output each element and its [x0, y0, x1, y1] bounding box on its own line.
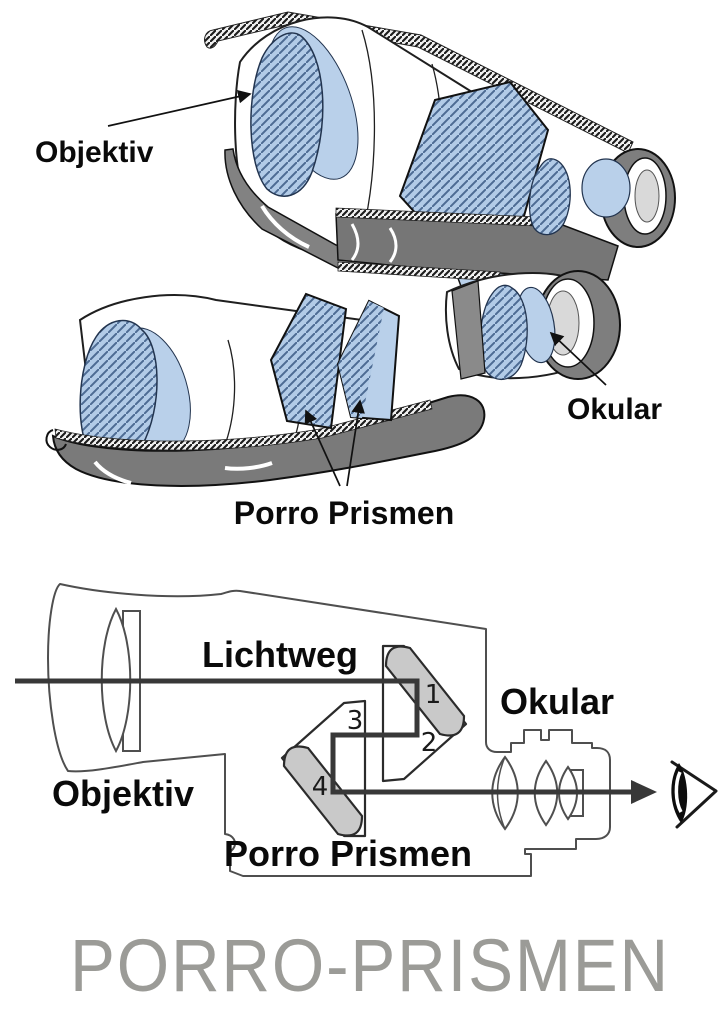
- upper-objective-lens-cut: [250, 32, 324, 197]
- prism-number-2: 2: [421, 728, 438, 758]
- lower-porro-prism-hatch: [338, 301, 384, 418]
- schematic-diagram: 1 2 3 4 Lichtweg Okular Objektiv Porro P…: [15, 583, 718, 877]
- prism-number-1: 1: [425, 680, 442, 710]
- barrel-seam: [225, 339, 236, 443]
- shell-highlight: [260, 204, 310, 249]
- schematic-objective-label: Objektiv: [52, 773, 194, 814]
- cutaway-objective-label: Objektiv: [35, 136, 154, 169]
- eye-icon: [670, 760, 718, 829]
- prism-arrow-left: [304, 409, 341, 487]
- upper-rim-hatched: [204, 11, 634, 154]
- prism-number-4: 4: [312, 772, 329, 802]
- prism-number-3: 3: [347, 706, 364, 736]
- eyepiece-collar: [451, 280, 486, 380]
- ocular-arrow: [549, 331, 607, 386]
- schematic-ocular-label: Okular: [500, 681, 614, 722]
- upper-ocular-lens-cut: [528, 158, 571, 236]
- shell-end-hook: [45, 429, 67, 451]
- schematic-prisms-label: Porro Prismen: [224, 833, 472, 874]
- upper-eyepiece-inner: [634, 169, 660, 223]
- light-path-line: [15, 678, 633, 795]
- shell-highlight: [224, 461, 273, 471]
- cutaway-ocular-label: Okular: [567, 393, 662, 426]
- lower-ocular-lens-cut: [479, 284, 528, 380]
- caption-title: PORRO-PRISMEN: [70, 924, 670, 1007]
- upper-ocular-lens-surface: [581, 158, 631, 218]
- shell-highlight: [93, 460, 132, 485]
- bridge-highlight: [350, 223, 360, 261]
- prism-arrow-right: [346, 399, 365, 487]
- cutaway-prisms-label: Porro Prismen: [234, 495, 455, 531]
- light-path-arrowhead: [631, 780, 657, 804]
- schematic-lightpath-label: Lichtweg: [202, 634, 358, 675]
- prism-one-face: [384, 645, 466, 737]
- prism-two-face: [282, 745, 364, 837]
- objective-arrow: [107, 89, 252, 127]
- bridge-highlight: [388, 227, 398, 263]
- cutaway-illustration: Objektiv Okular Porro Prismen: [35, 11, 676, 531]
